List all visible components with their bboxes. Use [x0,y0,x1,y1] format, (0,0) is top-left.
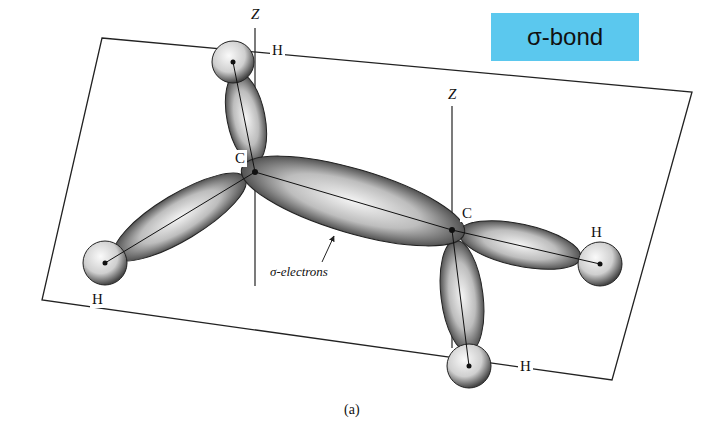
atom-label: H [90,291,105,308]
atom-label: H [518,358,533,375]
molecular-plane [42,38,692,380]
axis-label: Z [446,86,458,103]
atom-label: H [270,42,285,59]
carbon-nucleus [449,227,455,233]
hydrogen-nucleus [103,261,108,266]
atom-label: H [589,224,604,241]
axis-label: Z [249,6,261,23]
atom-label: C [460,205,474,222]
hydrogen-spheres [83,41,622,388]
bond-axes [105,62,600,366]
figure-caption: (a) [342,402,362,418]
hydrogen-nucleus [598,262,603,267]
title-box: σ-bond [491,13,639,61]
orbital-label: σ-electrons [268,264,330,279]
atom-label: C [233,150,247,167]
orbital-lobes [103,69,585,354]
leader-line [322,236,334,262]
hydrogen-nucleus [467,364,472,369]
box-title: σ-bond [527,23,603,51]
hydrogen-nucleus [231,60,236,65]
carbon-nucleus [252,169,258,175]
